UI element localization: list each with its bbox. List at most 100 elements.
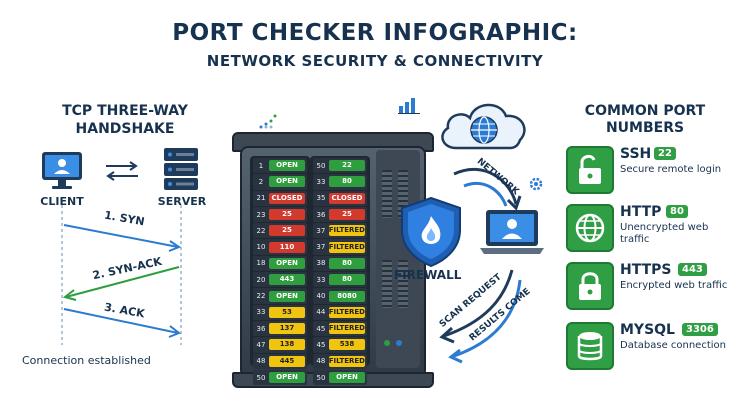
port-status-open: OPEN — [269, 176, 305, 188]
port-status-open: 8080 — [329, 290, 365, 302]
port-status-open: OPEN — [329, 372, 365, 383]
port-status-open: 80 — [329, 176, 365, 188]
port-number: 44 — [316, 308, 326, 317]
port-status-filtered: FILTERED — [328, 323, 365, 335]
port-number: 36 — [256, 324, 266, 333]
port-number: 45 — [316, 324, 326, 333]
port-status-open: 443 — [269, 274, 305, 286]
port-row: 2 OPEN — [253, 174, 307, 190]
status-led-icon — [396, 340, 402, 346]
port-card-https: HTTPS 443 Encrypted web traffic — [566, 262, 746, 322]
server-label: SERVER — [157, 195, 207, 208]
port-number: 36 — [316, 210, 326, 219]
port-number: 20 — [256, 275, 266, 284]
port-status-filtered: FILTERED — [328, 225, 365, 237]
database-icon — [566, 322, 614, 370]
port-name-https: HTTPS — [620, 262, 672, 278]
port-status-filtered: 137 — [269, 323, 305, 335]
port-desc-mysql: Database connection — [620, 340, 726, 351]
port-status-open: OPEN — [269, 160, 305, 172]
port-number: 22 — [256, 292, 266, 301]
port-status-open: 80 — [329, 257, 365, 269]
port-number: 40 — [316, 292, 326, 301]
port-number: 21 — [256, 194, 266, 203]
port-status-closed: 25 — [269, 209, 305, 221]
port-badge-mysql: 3306 — [682, 323, 718, 336]
port-number: 37 — [316, 243, 326, 252]
port-card-http: HTTP 80 Unencrypted web traffic — [566, 204, 746, 264]
port-number: 33 — [316, 275, 326, 284]
port-status-filtered: 538 — [329, 339, 365, 351]
firewall-shield-icon — [401, 196, 461, 268]
flow-arrows — [439, 167, 522, 364]
port-status-closed: 25 — [269, 225, 305, 237]
port-desc-https: Encrypted web traffic — [620, 280, 728, 291]
port-number: 38 — [316, 259, 326, 268]
port-status-closed: 110 — [269, 241, 305, 253]
handshake-title-line2: HANDSHAKE — [75, 121, 175, 137]
laptop-icon — [480, 210, 544, 254]
page-title: PORT CHECKER INFOGRAPHIC: — [172, 20, 578, 46]
port-card-mysql: MYSQL 3306 Database connection — [566, 322, 746, 382]
port-status-closed: CLOSED — [269, 192, 305, 204]
port-status-open: OPEN — [269, 372, 305, 383]
port-number: 50 — [316, 161, 326, 170]
port-number: 35 — [316, 194, 326, 203]
port-desc-http: Unencrypted web traffic — [620, 222, 709, 245]
port-status-filtered: 445 — [269, 355, 305, 367]
exchange-arrows-icon — [106, 161, 138, 181]
port-status-open: OPEN — [269, 257, 305, 269]
port-number: 2 — [258, 177, 264, 186]
handshake-diagram — [61, 205, 182, 345]
port-number: 10 — [256, 243, 266, 252]
port-status-filtered: FILTERED — [328, 306, 365, 318]
port-status-filtered: 53 — [269, 306, 305, 318]
port-number: 18 — [256, 259, 266, 268]
handshake-title-line1: TCP THREE-WAY — [62, 103, 188, 119]
port-name-mysql: MYSQL — [620, 322, 675, 338]
port-status-closed: CLOSED — [329, 192, 365, 204]
port-status-filtered: FILTERED — [328, 241, 365, 253]
client-monitor-icon — [42, 152, 82, 189]
cloud-icon — [441, 103, 526, 150]
common-ports-title-line1: COMMON PORT — [584, 103, 706, 119]
port-number: 48 — [316, 357, 326, 366]
port-status-filtered: FILTERED — [328, 355, 365, 367]
port-number: 37 — [316, 226, 326, 235]
page-subtitle: NETWORK SECURITY & CONNECTIVITY — [206, 52, 544, 70]
port-card-ssh: SSH 22 Secure remote login — [566, 146, 746, 206]
port-number: 47 — [256, 340, 266, 349]
port-status-open: 80 — [329, 274, 365, 286]
port-status-open: OPEN — [269, 290, 305, 302]
port-badge-ssh: 22 — [654, 147, 676, 160]
lock-icon — [566, 262, 614, 310]
port-number: 33 — [316, 177, 326, 186]
port-number: 1 — [258, 161, 264, 170]
port-row: 1 OPEN — [253, 158, 307, 174]
gear-icon — [529, 177, 543, 191]
port-status-closed: 25 — [329, 209, 365, 221]
port-number: 50 — [256, 373, 266, 382]
port-number: 50 — [316, 373, 326, 382]
